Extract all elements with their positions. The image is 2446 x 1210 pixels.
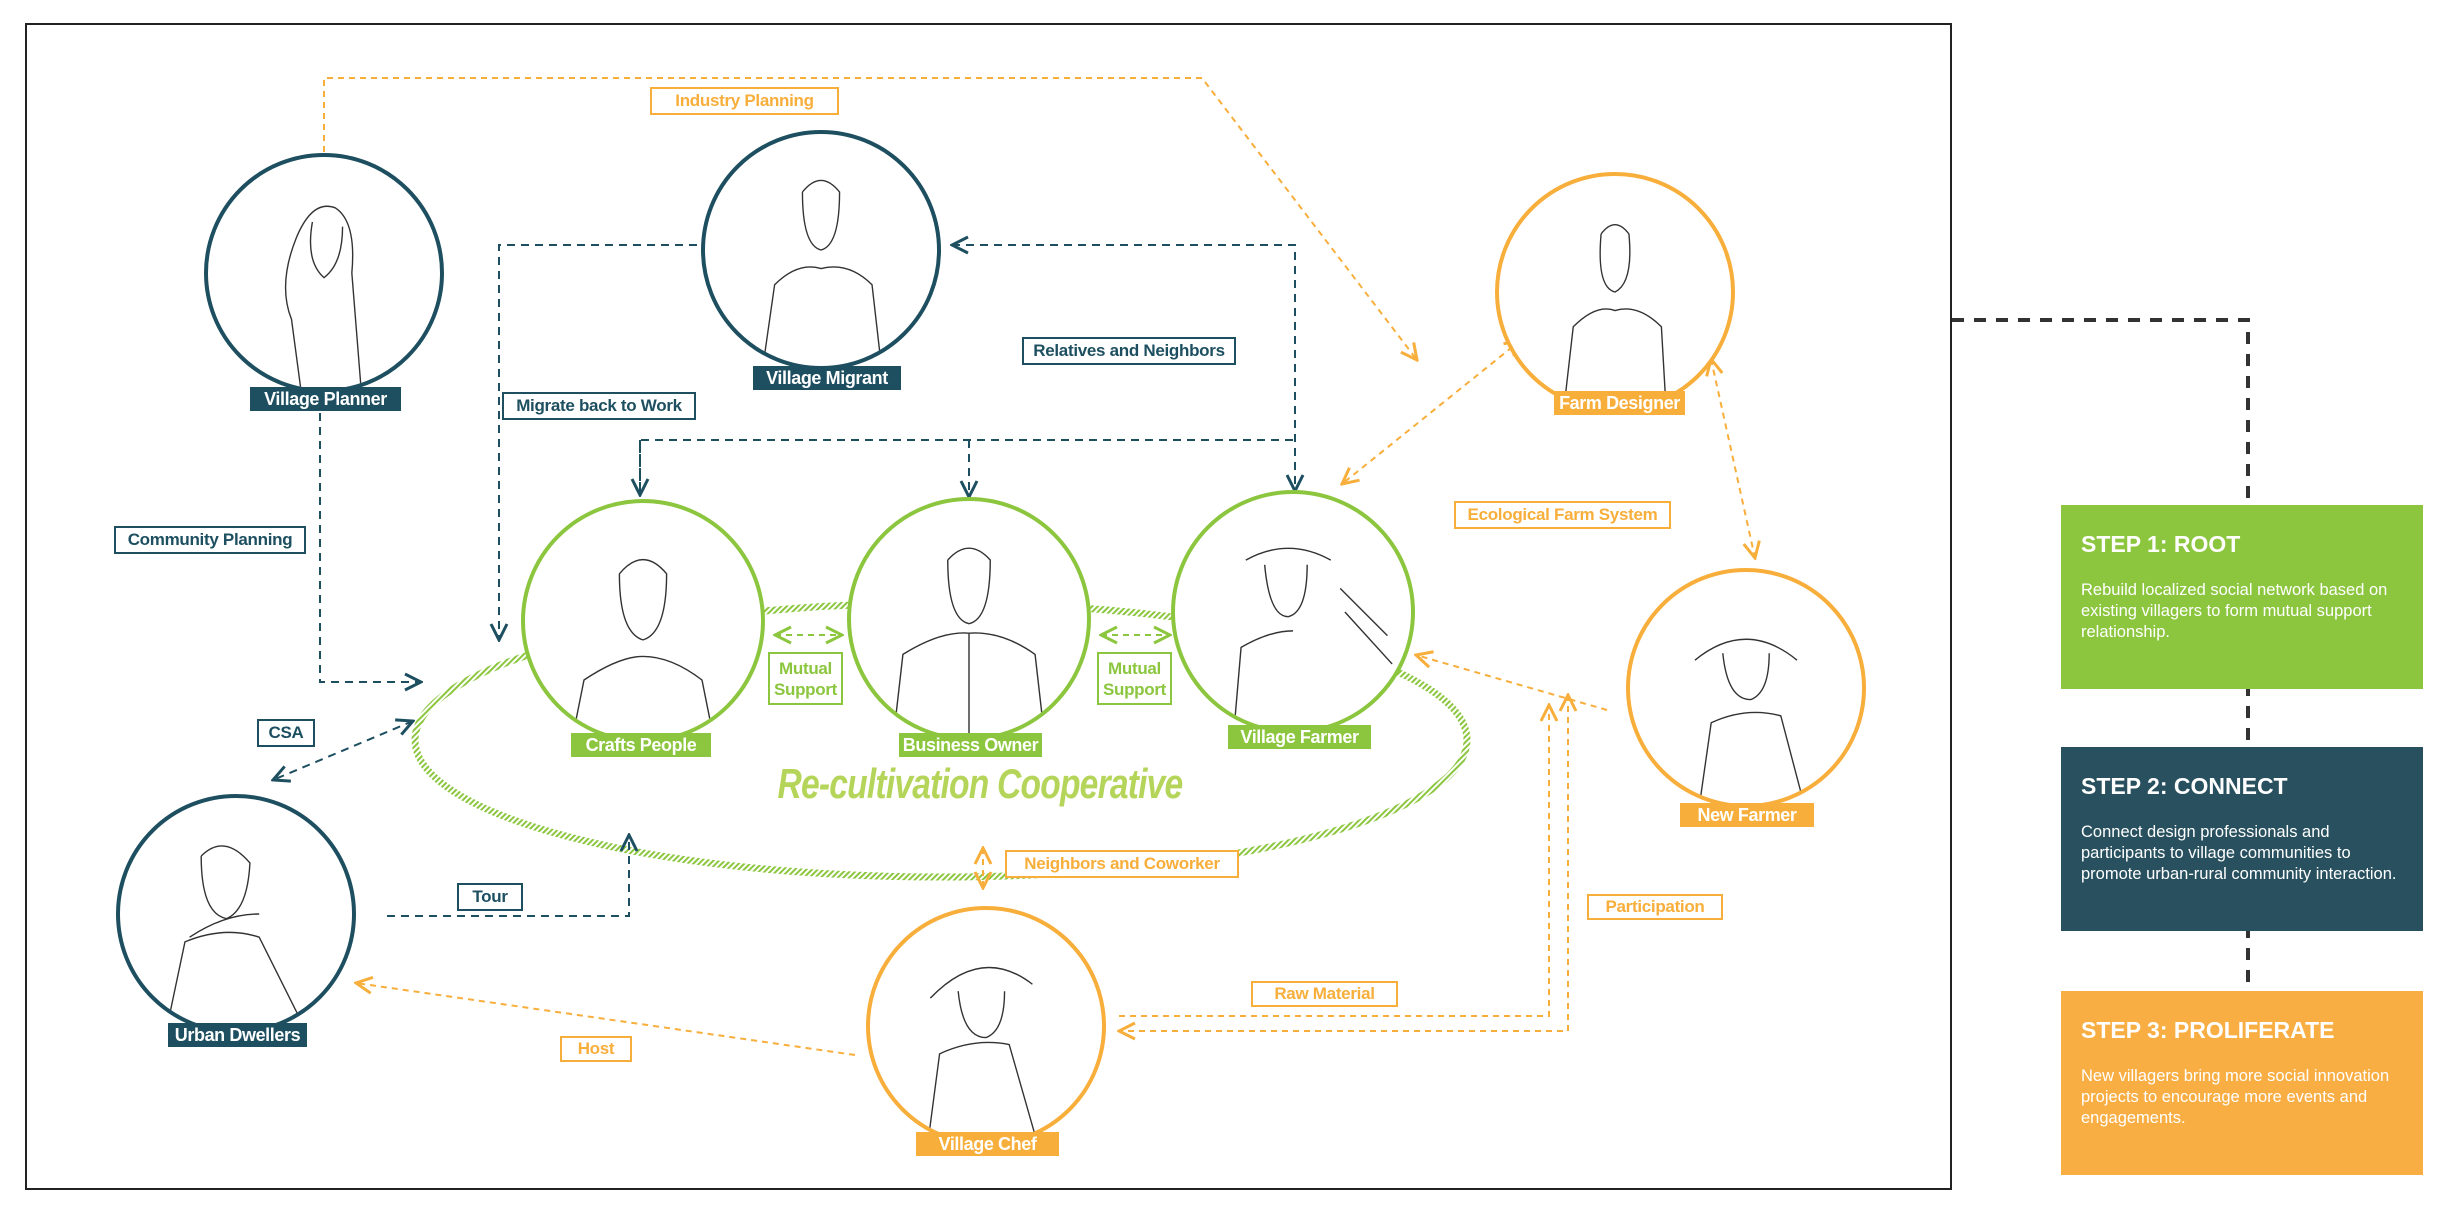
mutual-text: Mutual [779,658,832,678]
person-sketch-icon [165,845,307,1030]
participation-label: Participation [1587,894,1723,920]
ecological-farm-label: Ecological Farm System [1454,501,1671,529]
business-owner-portrait [847,497,1091,741]
step-3-text: New villagers bring more social innovati… [2081,1067,2390,1127]
step-3-title: STEP 3: PROLIFERATE [2081,1017,2335,1043]
tour-label: Tour [457,883,523,911]
person-sketch-icon [892,547,1046,737]
step-2-text: Connect design professionals and partici… [2081,823,2397,883]
crafts-people-portrait [521,499,765,743]
step-1-title: STEP 1: ROOT [2081,531,2241,557]
raw-material-label: Raw Material [1251,981,1398,1007]
mutual-text: Mutual [1108,658,1161,678]
neighbors-branch [639,439,1295,495]
relatives-neighbors-label: Relatives and Neighbors [1022,337,1236,365]
new-farmer-tag: New Farmer [1680,803,1814,827]
raw-material-arrow [1119,695,1568,1031]
person-sketch-icon [927,966,1038,1142]
person-sketch-icon [1233,547,1393,730]
person-sketch-icon [284,205,362,389]
community-planning-arrow [319,413,421,682]
business-owner-tag: Business Owner [899,733,1042,757]
step-1-card: STEP 1: ROOT Rebuild localized social ne… [2061,505,2423,689]
community-planning-label: Community Planning [114,526,306,554]
step-1-text: Rebuild localized social network based o… [2081,581,2388,641]
step-3-card: STEP 3: PROLIFERATE New villagers bring … [2061,991,2423,1175]
farm-designer-tag: Farm Designer [1554,391,1685,415]
step-2-title: STEP 2: CONNECT [2081,773,2288,799]
farm-designer-portrait [1495,172,1735,412]
host-label: Host [560,1036,632,1062]
neighbors-coworker-label: Neighbors and Coworker [1005,850,1239,878]
designer-newfarmer-arrow [1711,359,1755,558]
village-planner-tag: Village Planner [250,387,401,411]
village-migrant-tag: Village Migrant [753,366,901,390]
csa-label: CSA [257,719,315,747]
village-chef-portrait [866,906,1106,1146]
person-sketch-icon [1563,224,1667,408]
industry-planning-arrow [323,77,1417,360]
cooperative-title: Re-cultivation Cooperative [777,760,1184,807]
support-text: Support [1102,679,1167,699]
person-sketch-icon [1694,638,1805,804]
designer-farmer-arrow [1342,340,1521,484]
step-2-card: STEP 2: CONNECT Connect design professio… [2061,747,2423,931]
migrate-back-label: Migrate back to Work [502,392,696,420]
diagram-frame [25,23,1952,1190]
relatives-arrow [952,245,1295,491]
village-migrant-portrait [701,130,941,370]
industry-planning-label: Industry Planning [650,87,839,115]
new-farmer-portrait [1626,568,1866,808]
tour-arrow [387,835,629,917]
village-chef-tag: Village Chef [916,1132,1059,1156]
host-arrow [356,983,856,1056]
village-planner-portrait [204,153,444,393]
urban-dwellers-portrait [116,794,356,1034]
person-sketch-icon [762,179,883,366]
person-sketch-icon [571,559,715,739]
csa-arrow [273,721,413,780]
crafts-people-tag: Crafts People [571,733,711,757]
urban-dwellers-tag: Urban Dwellers [168,1023,307,1047]
migrate-back-arrow [499,244,697,640]
village-farmer-portrait [1171,490,1415,734]
support-text: Support [773,679,838,699]
village-farmer-tag: Village Farmer [1228,725,1371,749]
